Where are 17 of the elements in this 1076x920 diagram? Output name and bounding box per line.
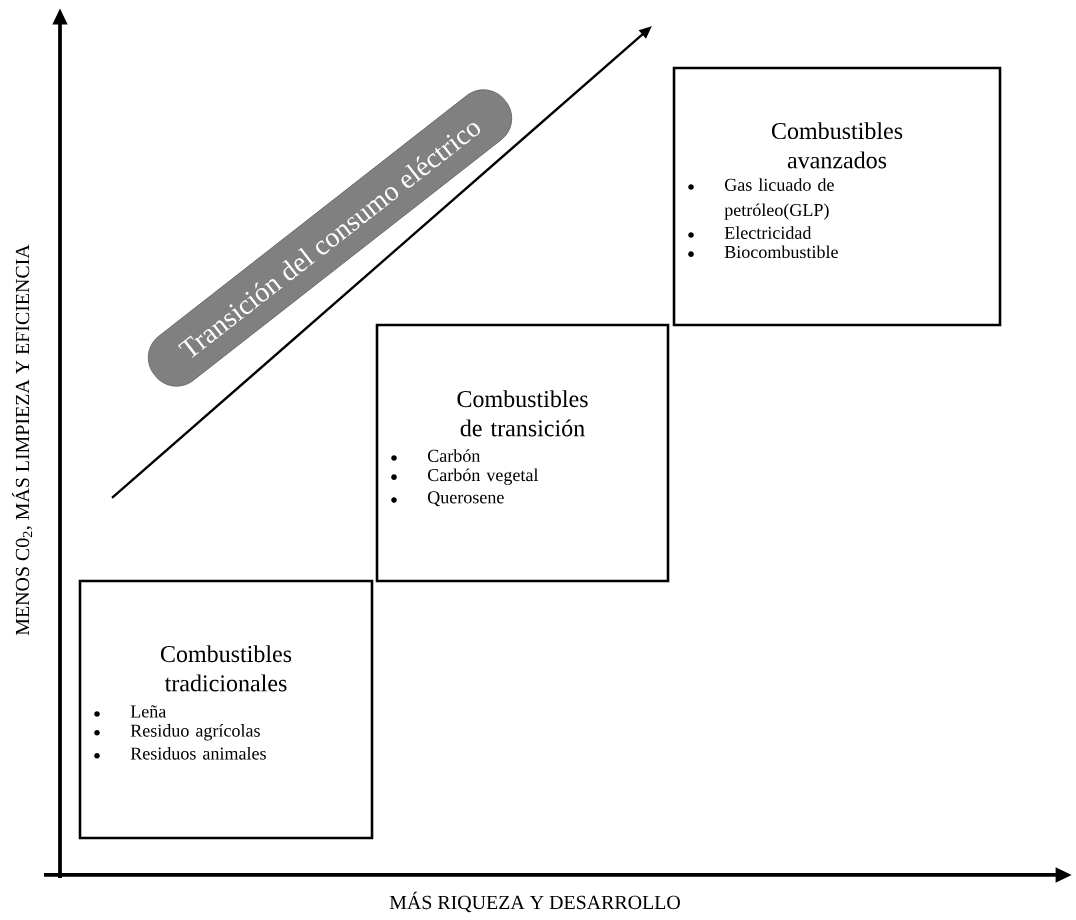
text-box [78,579,374,840]
bullet-item: Carbón vegetal [391,468,539,485]
axis-label: MENOS C0$_{2}$, MÁS LIMPIEZA Y EFICIENCIA [11,244,33,636]
bullet-item: Gas licuado de petróleo(GLP) [688,178,834,220]
text-box [375,323,670,583]
box-heading: Combustibles tradicionales [160,645,292,692]
bullet-item: Residuo agrícolas [94,724,260,741]
bullet-item: Residuos animales [94,746,266,760]
bullet-item: Electricidad [688,226,812,239]
text-box [672,66,1002,327]
bullet-item: Leña [94,705,167,718]
bullet-item: Biocombustible [688,245,838,259]
axis-label: MÁS RIQUEZA Y DESARROLLO [389,891,680,913]
bullet-item: Querosene [391,491,504,507]
box-heading: Combustibles avanzados [771,122,903,169]
box-heading: Combustibles de transición [457,390,588,437]
bullet-item: Carbón [391,449,481,462]
